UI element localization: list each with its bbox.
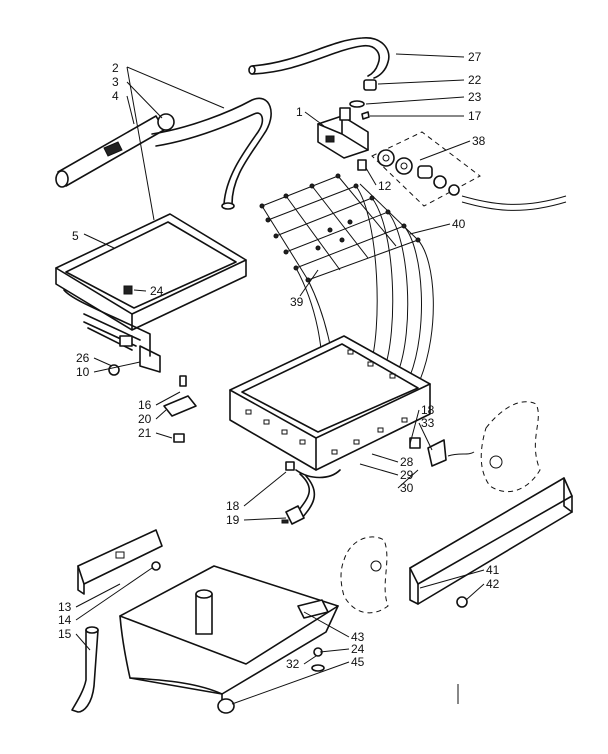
callout-c41: 41 [486, 563, 500, 577]
part-5-ice-mold [55, 213, 247, 373]
part-39-40-ejector-grid [259, 173, 434, 421]
callout-c18a: 18 [421, 403, 435, 417]
part-38-fitting-kit [371, 131, 567, 211]
callout-c3: 3 [112, 75, 119, 89]
callout-c2: 2 [112, 61, 119, 75]
callout-c19: 19 [226, 513, 240, 527]
part-24-screw [123, 285, 133, 295]
callout-c40: 40 [452, 217, 466, 231]
ice-maker-frame [229, 335, 431, 471]
callout-c4: 4 [112, 89, 119, 103]
part-1-water-valve [317, 107, 369, 171]
callout-c33: 33 [421, 416, 435, 430]
callout-c15: 15 [58, 627, 72, 641]
callout-c39: 39 [290, 295, 304, 309]
callout-c18b: 18 [226, 499, 240, 513]
callout-c20: 20 [138, 412, 152, 426]
callout-c27: 27 [468, 50, 482, 64]
callout-c16: 16 [138, 398, 152, 412]
callout-c30: 30 [400, 481, 414, 495]
part-42-screw [456, 596, 468, 608]
part-33-switch [409, 437, 475, 467]
callout-c38: 38 [472, 134, 486, 148]
callout-c29: 29 [400, 468, 414, 482]
part-19-power-cord [281, 469, 341, 525]
callout-c22: 22 [468, 73, 482, 87]
callout-c1: 1 [296, 105, 303, 119]
wall-outline-left [340, 536, 389, 614]
wall-outline-right [480, 401, 541, 493]
part-22-nut [363, 79, 377, 91]
part-20-bracket [163, 395, 197, 417]
part-17-screw [361, 111, 370, 120]
callout-c5: 5 [72, 229, 79, 243]
part-13-bracket [77, 529, 163, 595]
grid-pins [259, 173, 421, 283]
part-15-drain-tube [71, 626, 99, 713]
callout-c24a: 24 [150, 284, 164, 298]
part-16-screw [179, 375, 187, 387]
leader-lines [75, 53, 485, 705]
part-41-front-cover [409, 477, 573, 605]
part-23-washer [349, 100, 365, 108]
callout-c12: 12 [378, 179, 392, 193]
callout-c10: 10 [76, 365, 90, 379]
callout-c13: 13 [58, 600, 72, 614]
part-18-clip [285, 461, 295, 471]
frame-holes [245, 349, 408, 455]
part-4-tube [55, 113, 175, 188]
part-43-clip [297, 599, 329, 619]
callout-c32: 32 [286, 657, 300, 671]
callout-c28: 28 [400, 455, 414, 469]
callout-c42: 42 [486, 577, 500, 591]
callout-c45: 45 [351, 655, 365, 669]
callout-c23: 23 [468, 90, 482, 104]
part-27-fill-tube [248, 37, 390, 79]
callout-c43: 43 [351, 630, 365, 644]
callout-labels: 1234510121314151617181819202122232424262… [58, 50, 500, 671]
callout-c17: 17 [468, 109, 482, 123]
callout-c26: 26 [76, 351, 90, 365]
ice-bin [119, 565, 339, 714]
callout-c24b: 24 [351, 642, 365, 656]
part-2-drain-hose [151, 97, 272, 210]
part-21-nut [173, 433, 185, 443]
callout-c14: 14 [58, 613, 72, 627]
part-14-screw [151, 561, 161, 571]
part-45-washer [311, 664, 325, 672]
callout-c21: 21 [138, 426, 152, 440]
